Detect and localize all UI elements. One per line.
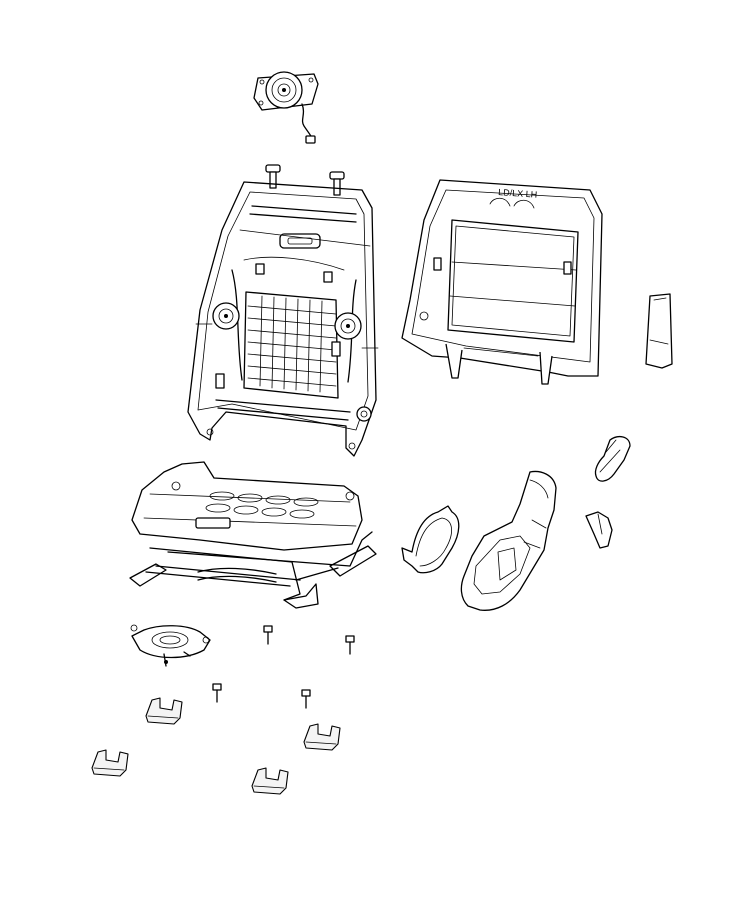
side-shield-part[interactable] (460, 470, 557, 611)
riser-cover-part-3[interactable] (91, 749, 129, 777)
bolt-part-2[interactable] (345, 635, 355, 655)
trim-strip-part[interactable] (645, 293, 673, 369)
bolt-part-1[interactable] (263, 625, 273, 645)
trim-bracket-part[interactable] (401, 505, 460, 574)
seat-cushion-frame-part[interactable] (129, 461, 377, 609)
bolt-part-4[interactable] (301, 689, 311, 709)
riser-cover-part-4[interactable] (251, 767, 289, 795)
seatback-frame-part[interactable] (187, 164, 379, 457)
suspension-grid (247, 295, 337, 393)
speaker-part[interactable] (253, 71, 319, 144)
speaker-bracket-part[interactable] (130, 624, 211, 667)
bolt-part-3[interactable] (212, 683, 222, 703)
riser-cover-part-2[interactable] (303, 723, 341, 751)
cushion-springs (205, 491, 319, 519)
seatback-panel-part[interactable]: LD/LX LH (401, 179, 603, 385)
riser-cover-part-1[interactable] (145, 697, 183, 725)
back-frame-label: LD/LX LH (498, 187, 538, 200)
switch-bezel-part[interactable] (594, 435, 631, 482)
end-cap-part[interactable] (585, 511, 613, 549)
